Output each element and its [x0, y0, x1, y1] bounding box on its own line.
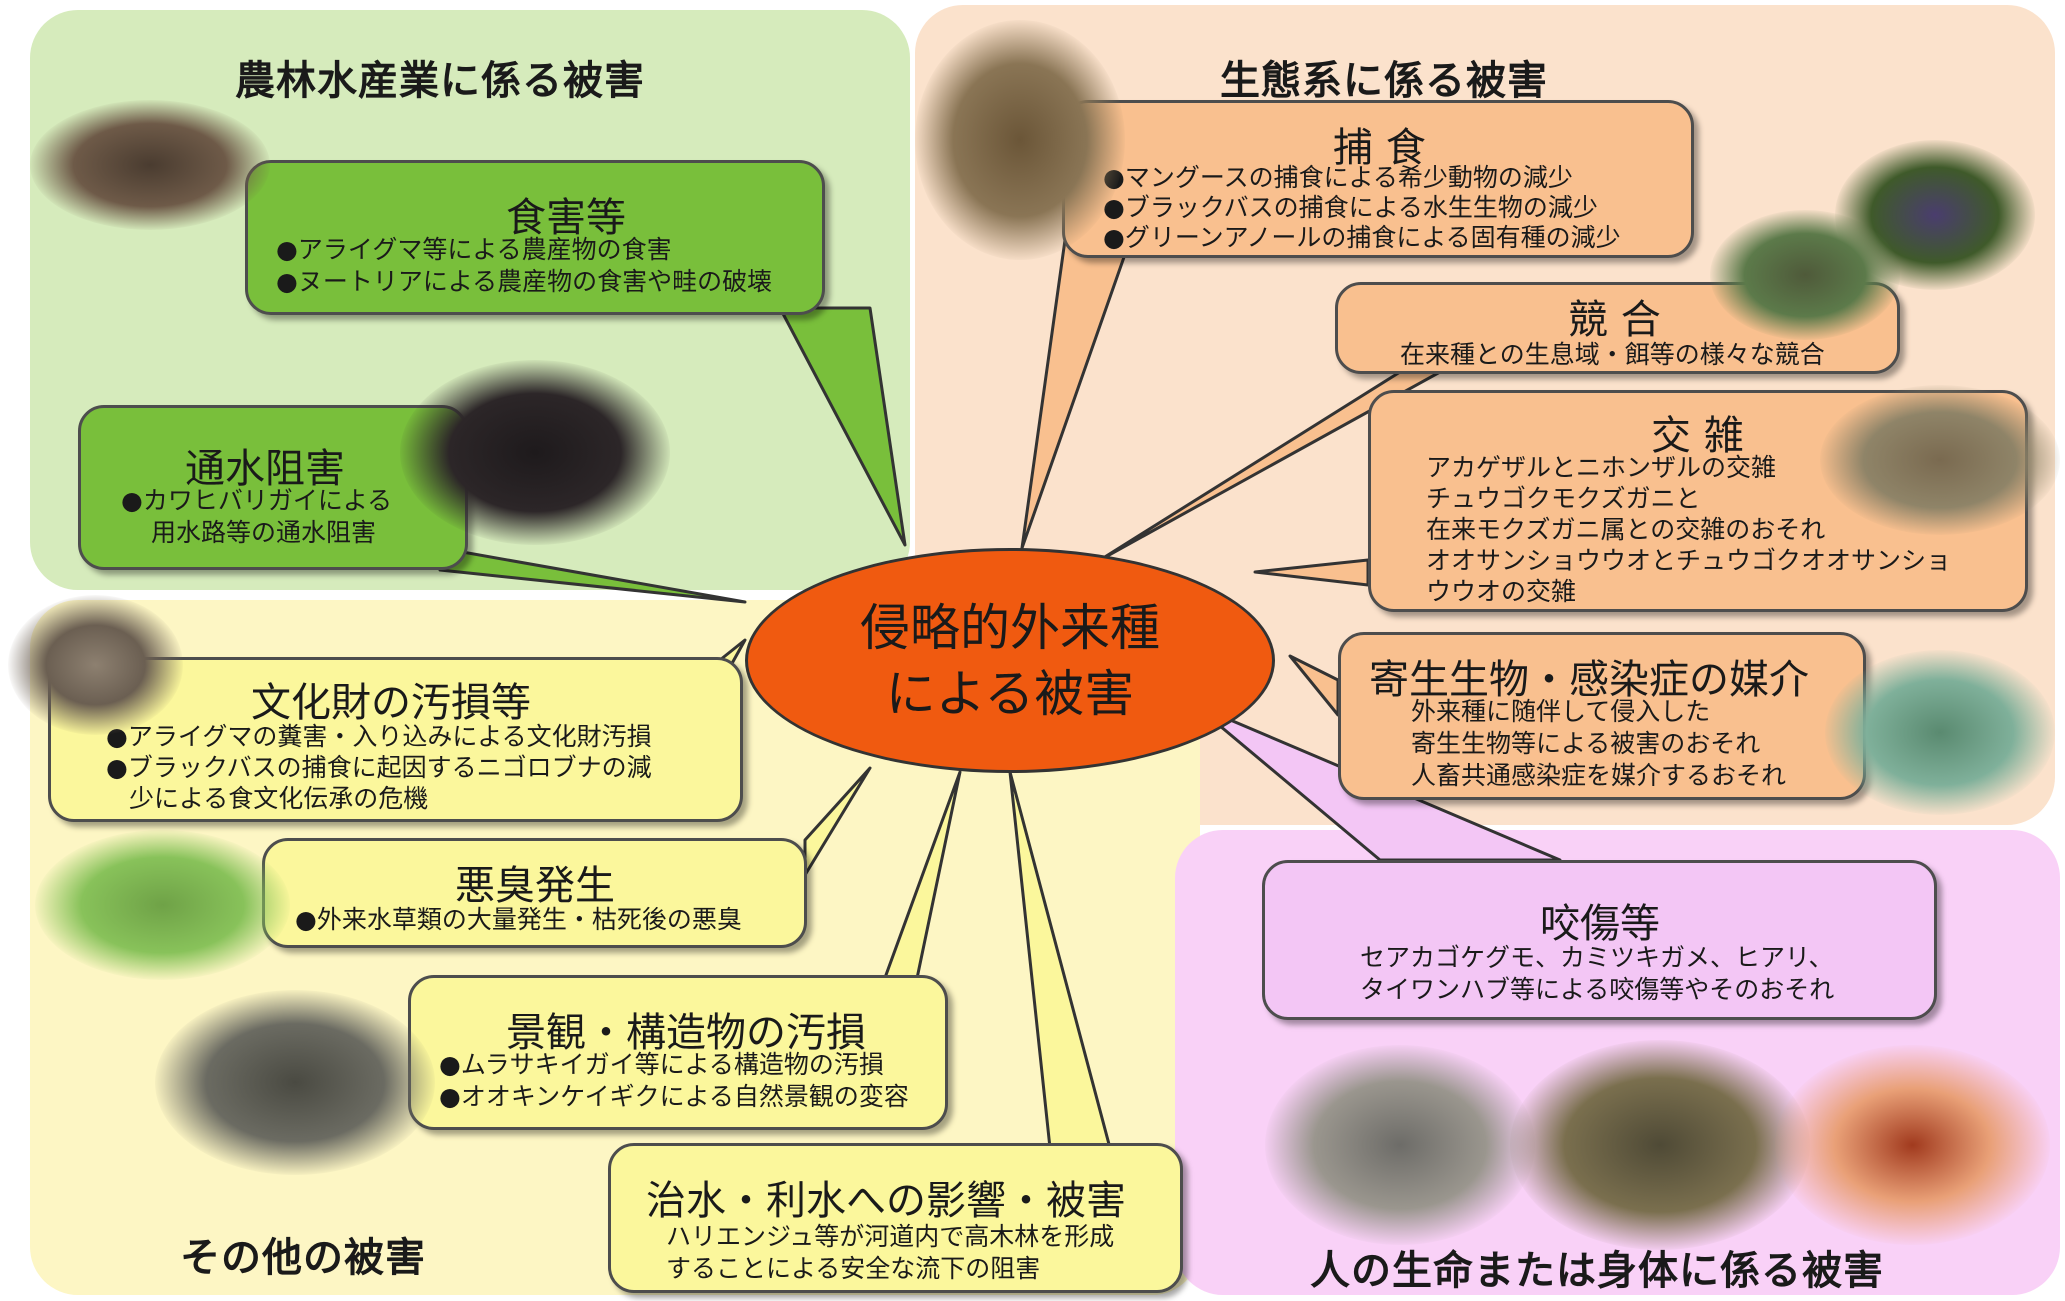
title-bunkazai: 文化財の汚損等	[251, 680, 531, 726]
title-chisui: 治水・利水への影響・被害	[646, 1178, 1126, 1224]
title-keikan: 景観・構造物の汚損	[506, 1010, 866, 1056]
box-hoshoku: 捕 食 ●マングースの捕食による希少動物の減少 ●ブラックバスの捕食による水生生…	[1062, 100, 1694, 258]
center-line2: による被害	[885, 664, 1135, 723]
turtle-photo	[1710, 210, 1900, 340]
line-chisui-1: することによる安全な流下の阻害	[666, 1254, 1041, 1283]
box-keikan: 景観・構造物の汚損 ●ムラサキイガイ等による構造物の汚損 ●オオキンケイギクによ…	[408, 975, 948, 1130]
rice-mussel-photo	[400, 360, 670, 545]
line-kozatsu-2: 在来モクズガニ属との交雑のおそれ	[1426, 515, 1826, 544]
title-kyougou: 競 合	[1568, 297, 1661, 343]
line-hoshoku-2: ●グリーンアノールの捕食による固有種の減少	[1103, 223, 1621, 252]
center-line1: 侵略的外来種	[860, 598, 1160, 657]
line-bunkazai-0: ●アライグマの糞害・入り込みによる文化財汚損	[106, 722, 652, 751]
line-kozatsu-1: チュウゴクモクズガニと	[1426, 484, 1701, 513]
line-bunkazai-1: ●ブラックバスの捕食に起因するニゴロブナの減	[106, 753, 652, 782]
line-chisui-0: ハリエンジュ等が河道内で高木林を形成	[666, 1222, 1115, 1251]
crab-photo	[1820, 385, 2060, 535]
heading-agriculture: 農林水産業に係る被害	[235, 58, 645, 104]
title-kisei: 寄生生物・感染症の媒介	[1369, 657, 1809, 703]
line-kisei-0: 外来種に随伴して侵入した	[1411, 697, 1711, 726]
heading-other: その他の被害	[180, 1235, 426, 1281]
tail-kisei	[1288, 654, 1340, 717]
line-kozatsu-0: アカゲザルとニホンザルの交雑	[1426, 453, 1777, 482]
title-koushou: 咬傷等	[1540, 901, 1660, 947]
raccoon-photo	[8, 595, 183, 735]
fire-ant-photo	[1775, 1045, 2050, 1245]
line-kisei-1: 寄生生物等による被害のおそれ	[1411, 729, 1761, 758]
redback-spider-photo	[1265, 1045, 1535, 1245]
line-tsusui-1: 用水路等の通水阻害	[151, 518, 377, 547]
spider-mite-photo	[1825, 650, 2055, 815]
line-hoshoku-0: ●マングースの捕食による希少動物の減少	[1103, 163, 1573, 192]
line-kozatsu-3: オオサンショウウオとチュウゴクオオサンショ	[1426, 546, 1952, 575]
line-shokugai-1: ●ヌートリアによる農産物の食害や畦の破壊	[276, 267, 773, 296]
heading-human: 人の生命または身体に係る被害	[1310, 1248, 1884, 1294]
box-kisei: 寄生生物・感染症の媒介 外来種に随伴して侵入した 寄生生物等による被害のおそれ …	[1338, 632, 1866, 800]
tail-tsusui	[438, 546, 747, 604]
line-kyougou-0: 在来種との生息域・餌等の様々な競合	[1400, 340, 1825, 369]
box-shokugai: 食害等 ●アライグマ等による農産物の食害 ●ヌートリアによる農産物の食害や畦の破…	[245, 160, 825, 315]
water-lettuce-photo	[35, 830, 290, 980]
mussel-shore-photo	[155, 990, 435, 1175]
line-bunkazai-2: 少による食文化伝承の危機	[129, 784, 429, 813]
heading-ecosystem: 生態系に係る被害	[1220, 58, 1548, 104]
title-kozatsu: 交 雑	[1651, 413, 1744, 459]
snapping-turtle-photo	[1510, 1040, 1810, 1250]
tail-hoshoku	[1020, 238, 1132, 550]
box-bunkazai: 文化財の汚損等 ●アライグマの糞害・入り込みによる文化財汚損 ●ブラックバスの捕…	[48, 657, 743, 822]
line-kisei-2: 人畜共通感染症を媒介するおそれ	[1411, 761, 1787, 790]
title-akushu: 悪臭発生	[455, 863, 615, 909]
tail-kozatsu	[1253, 558, 1370, 587]
line-keikan-1: ●オオキンケイギクによる自然景観の変容	[439, 1082, 909, 1111]
line-hoshoku-1: ●ブラックバスの捕食による水生生物の減少	[1103, 193, 1598, 222]
title-shokugai: 食害等	[506, 195, 626, 241]
box-koushou: 咬傷等 セアカゴケグモ、カミツキガメ、ヒアリ、 タイワンハブ等による咬傷等やその…	[1262, 860, 1937, 1020]
line-akushu-0: ●外来水草類の大量発生・枯死後の悪臭	[295, 905, 742, 934]
tail-akushu	[803, 766, 872, 877]
line-kozatsu-4: ウウオの交雑	[1426, 577, 1577, 606]
tail-chisui	[1008, 770, 1112, 1150]
tail-shokugai	[778, 306, 907, 547]
line-shokugai-0: ●アライグマ等による農産物の食害	[276, 235, 672, 264]
line-tsusui-0: ●カワヒバリガイによる	[121, 486, 393, 515]
title-hoshoku: 捕 食	[1333, 125, 1426, 171]
box-akushu: 悪臭発生 ●外来水草類の大量発生・枯死後の悪臭	[262, 838, 807, 948]
center-node: 侵略的外来種 による被害	[745, 548, 1275, 773]
box-chisui: 治水・利水への影響・被害 ハリエンジュ等が河道内で高木林を形成 することによる安…	[608, 1143, 1183, 1293]
mongoose-photo	[915, 20, 1125, 260]
title-tsusui: 通水阻害	[185, 446, 345, 492]
line-keikan-0: ●ムラサキイガイ等による構造物の汚損	[439, 1050, 884, 1079]
line-koushou-1: タイワンハブ等による咬傷等やそのおそれ	[1360, 975, 1835, 1004]
line-koushou-0: セアカゴケグモ、カミツキガメ、ヒアリ、	[1360, 943, 1834, 972]
nutria-photo	[30, 100, 270, 230]
